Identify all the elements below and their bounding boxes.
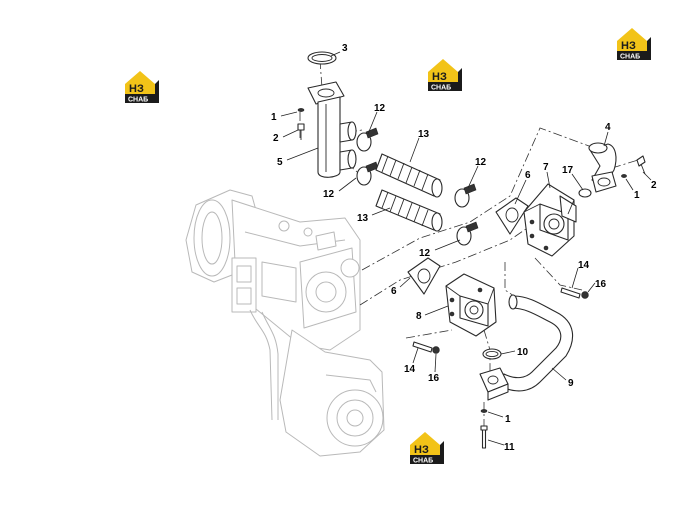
hose-clamps	[356, 127, 479, 246]
nut-lower	[432, 346, 440, 354]
callout-2: 2	[273, 133, 279, 144]
callout-10: 10	[517, 347, 529, 358]
watermark-mark: НЗ	[621, 40, 636, 52]
callout-3: 3	[342, 43, 348, 54]
callout-1: 1	[634, 190, 640, 201]
transmission-housing	[185, 189, 385, 457]
stud-lower	[412, 341, 433, 353]
watermark-logo: НЗ СНАБ	[125, 71, 159, 104]
callout-12: 12	[374, 103, 386, 114]
pump-lower	[445, 273, 497, 337]
callout-17: 17	[562, 165, 574, 176]
callout-5: 5	[277, 157, 283, 168]
watermark-logo: НЗ СНАБ	[617, 28, 651, 61]
watermark-mark: НЗ	[432, 71, 447, 83]
nut-upper	[581, 291, 589, 299]
pressure-pipe	[499, 294, 574, 392]
watermark-logo: НЗ СНАБ	[428, 59, 462, 92]
leader-lines	[280, 51, 652, 446]
callout-16: 16	[595, 279, 607, 290]
watermark-mark: НЗ	[414, 444, 429, 456]
callout-14: 14	[578, 260, 590, 271]
callout-7: 7	[543, 162, 549, 173]
callout-14: 14	[404, 364, 416, 375]
watermark-caption: СНАБ	[620, 54, 640, 61]
callout-6: 6	[525, 170, 531, 181]
callout-16: 16	[428, 373, 440, 384]
callout-13: 13	[357, 213, 369, 224]
pipe-flange	[479, 367, 509, 401]
gasket-lower	[407, 257, 441, 295]
callout-12: 12	[419, 248, 431, 259]
callout-13: 13	[418, 129, 430, 140]
gasket-upper	[495, 197, 529, 235]
callout-9: 9	[568, 378, 574, 389]
watermark-caption: СНАБ	[128, 97, 148, 104]
stud-upper	[560, 287, 581, 299]
hose-upper	[375, 153, 443, 198]
watermark-mark: НЗ	[129, 83, 144, 95]
callout-8: 8	[416, 311, 422, 322]
callout-labels: 3 1 2 5 12 13 12 12 13 4 2 1 7 17 6 12 6…	[271, 43, 657, 453]
bolt-11	[480, 425, 488, 449]
watermark-caption: СНАБ	[431, 85, 451, 92]
elbow-fitting	[578, 142, 646, 198]
hose-lower	[375, 189, 443, 232]
watermark-logo: НЗ СНАБ	[410, 432, 444, 465]
pump-upper	[523, 183, 577, 257]
callout-12: 12	[323, 189, 335, 200]
callout-1: 1	[271, 112, 277, 123]
callout-11: 11	[504, 442, 515, 453]
watermark-caption: СНАБ	[413, 458, 433, 465]
callout-1: 1	[505, 414, 511, 425]
callout-4: 4	[605, 122, 611, 133]
callout-12: 12	[475, 157, 487, 168]
washer-1-lower	[480, 409, 488, 413]
suction-pipe	[297, 51, 357, 178]
callout-6: 6	[391, 286, 397, 297]
o-ring-10	[482, 348, 502, 360]
callout-2: 2	[651, 180, 657, 191]
